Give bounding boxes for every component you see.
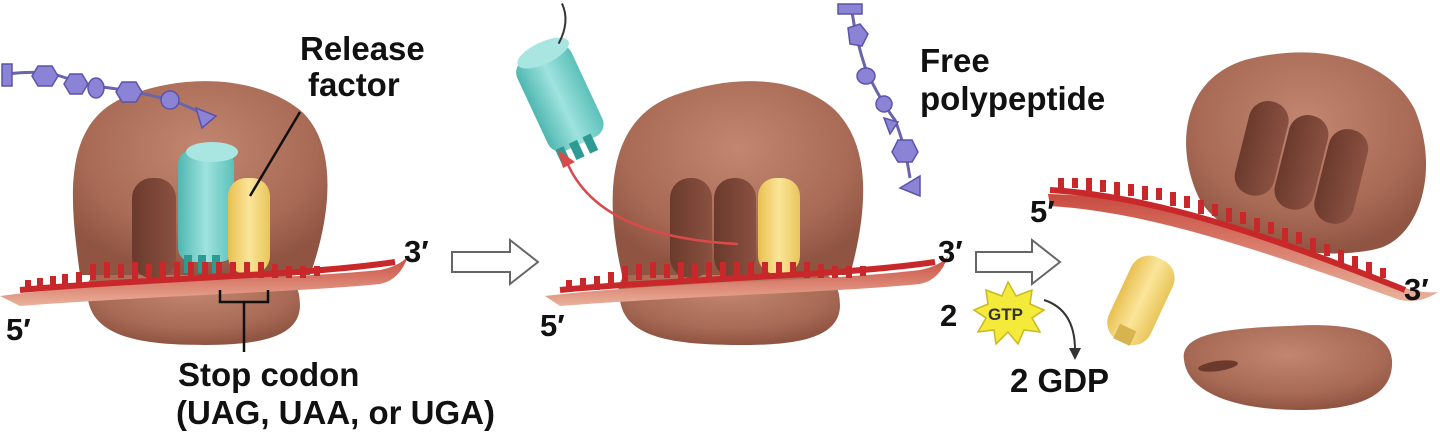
- curved-exit-arrowhead: [558, 150, 575, 168]
- stop-codon-bracket: [218, 290, 270, 352]
- gtp-label: GTP: [988, 305, 1023, 324]
- panel-2-release: Free polypeptide 3′ 5′: [516, 3, 1105, 345]
- released-release-factor: [516, 3, 604, 167]
- free-label-2: polypeptide: [920, 80, 1105, 117]
- release-factor: [178, 142, 238, 273]
- p-site: [670, 178, 712, 278]
- gtp-coefficient: 2: [940, 298, 957, 333]
- yellow-factor: [228, 178, 270, 274]
- panel-3-dissociation: 5′ 3′: [1030, 52, 1438, 410]
- three-prime-end-3: 3′: [1404, 272, 1429, 307]
- three-prime-end-1: 3′: [404, 234, 429, 269]
- e-site: [714, 178, 756, 278]
- e-site: [1274, 115, 1329, 210]
- polypeptide: [1, 63, 218, 130]
- release-factor-label-2: factor: [308, 66, 400, 103]
- release-factor-pointer: [248, 111, 302, 197]
- small-subunit-free: [1183, 325, 1393, 410]
- mrna-2: [545, 256, 948, 306]
- free-polypeptide: [837, 3, 921, 198]
- stop-codon-label-1: Stop codon: [178, 356, 359, 393]
- release-factor-label-1: Release: [300, 30, 425, 67]
- step-arrow-icon: [975, 237, 1062, 287]
- yellow-factor: [758, 178, 800, 274]
- five-prime-end-2: 5′: [540, 308, 565, 343]
- three-prime-end-2: 3′: [938, 234, 963, 269]
- curved-exit-arrow-icon: [564, 159, 739, 246]
- gdp-label: 2 GDP: [1010, 362, 1109, 399]
- mrna-3: [1048, 178, 1438, 301]
- step-arrow-icon: [451, 237, 540, 287]
- gdp-arrow-icon: [1043, 299, 1076, 351]
- gdp-arrowhead: [1069, 348, 1081, 360]
- stop-codon-label-2: (UAG, UAA, or UGA): [176, 394, 495, 431]
- a-site: [1314, 129, 1369, 224]
- five-prime-end-1: 5′: [6, 312, 31, 347]
- gtp-burst-icon: GTP: [972, 280, 1046, 346]
- free-label-1: Free: [920, 42, 990, 79]
- p-site: [132, 178, 176, 278]
- five-prime-end-3: 5′: [1030, 194, 1055, 229]
- released-yellow-factor: [1107, 255, 1175, 346]
- p-site: [1234, 101, 1289, 196]
- mrna-1: [0, 256, 408, 306]
- small-subunit-groove: [1198, 360, 1238, 372]
- panel-1-termination: Release factor Stop codon (UAG, UAA, or …: [0, 30, 495, 431]
